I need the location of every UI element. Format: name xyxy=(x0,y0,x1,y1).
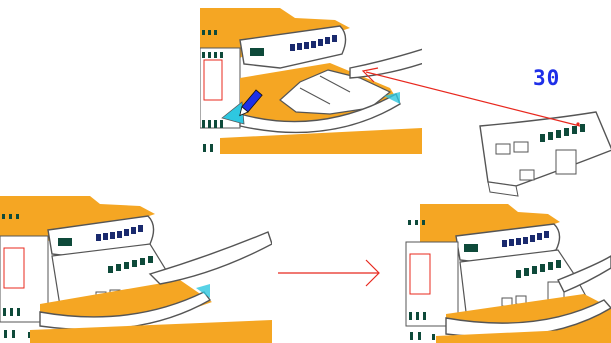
upper-arm xyxy=(350,38,422,78)
dark-panel xyxy=(250,48,264,56)
base-deck xyxy=(220,128,422,154)
part-30 xyxy=(476,110,611,198)
ship-bridge-before-panel xyxy=(200,8,422,154)
part-number-label: 30 xyxy=(533,66,560,90)
ship-bridge-step-before xyxy=(0,196,272,343)
ship-bridge-step-after xyxy=(398,204,611,343)
step-arrow-head xyxy=(366,260,379,286)
